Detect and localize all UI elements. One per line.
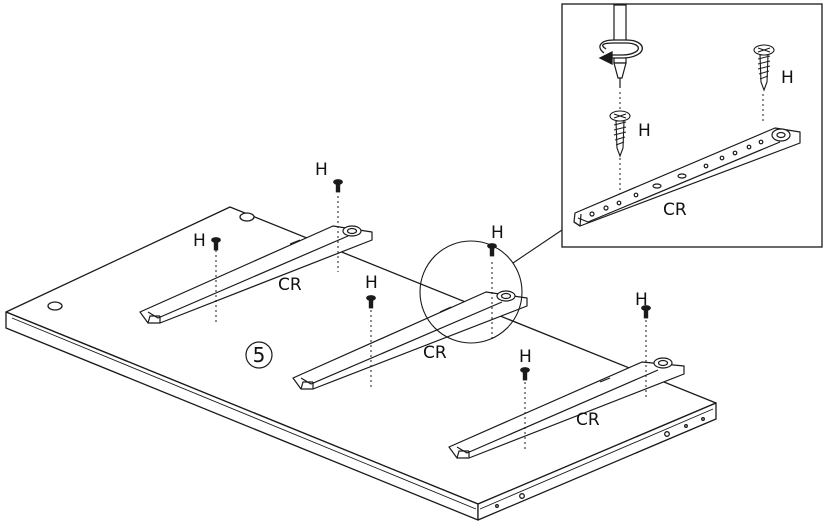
screw-guides — [215, 196, 647, 452]
screw-label: H — [519, 347, 532, 367]
screw-icon — [487, 243, 497, 257]
rail-label: CR — [423, 343, 447, 363]
rotation-arrow-icon — [598, 39, 643, 66]
labels: H H H H H H H H CR CR CR CR — [193, 68, 794, 430]
step-number-badge: 5 — [245, 341, 273, 369]
drawer-rail-front — [448, 357, 685, 459]
magnifier-callout-icon — [419, 229, 563, 344]
screw-label: H — [193, 231, 206, 251]
screw-label: H — [781, 68, 794, 88]
screw-label: H — [635, 290, 648, 310]
screws — [211, 179, 651, 381]
rail-label: CR — [278, 275, 302, 295]
screw-icon — [609, 110, 631, 158]
drawer-rail-back — [139, 225, 373, 324]
edge-hole — [495, 504, 499, 508]
edge-hole — [519, 493, 525, 499]
screw-label: H — [365, 273, 378, 293]
screw-icon — [520, 367, 530, 381]
rail-label: CR — [576, 410, 600, 430]
screw-icon — [211, 237, 221, 251]
edge-hole — [684, 424, 688, 428]
edge-hole — [664, 431, 670, 437]
panel-right-edge — [477, 402, 717, 521]
screw-icon — [753, 44, 775, 92]
edge-hole — [701, 417, 705, 421]
screw-icon — [366, 295, 376, 309]
screw-label: H — [315, 160, 328, 180]
panel-hole — [47, 301, 63, 311]
drawer-rail-middle — [292, 290, 528, 390]
screw-label: H — [491, 223, 504, 243]
rail-label: CR — [663, 200, 687, 220]
screw-icon — [641, 305, 651, 319]
screw-icon — [333, 179, 343, 193]
screw-label: H — [638, 121, 651, 141]
panel-hole — [239, 212, 255, 222]
detail-inset — [561, 3, 823, 248]
step-number: 5 — [253, 343, 266, 367]
drawer-rail-icon — [573, 127, 801, 227]
